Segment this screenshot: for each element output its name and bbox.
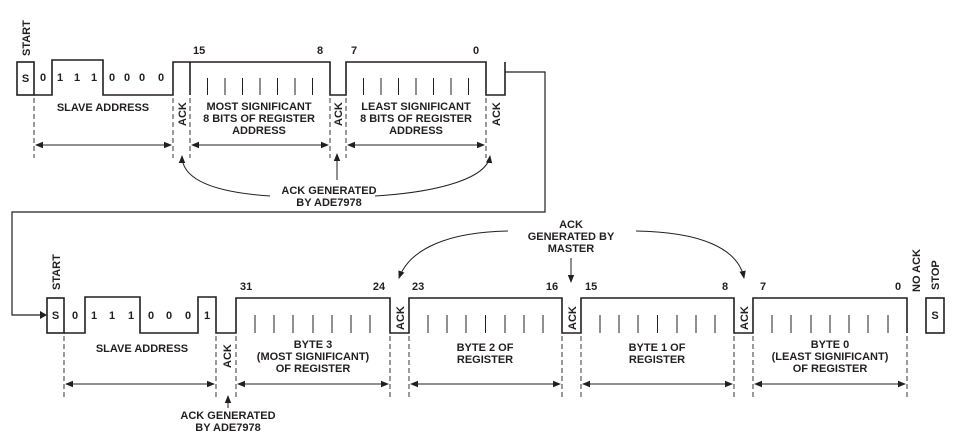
top-msb-high-bit: 15 (193, 45, 205, 57)
bottom-byte1-ticks (599, 315, 716, 333)
svg-text:MOST SIGNIFICANT: MOST SIGNIFICANT (206, 101, 311, 113)
bottom-byte3-ticks (254, 315, 371, 333)
bottom-address-bit: 0 (148, 310, 154, 322)
svg-text:GENERATED BY: GENERATED BY (528, 231, 615, 243)
top-ack-label: ACK (491, 102, 503, 126)
row-connector-line (11, 71, 546, 316)
byte1-high-bit: 15 (585, 281, 597, 293)
row-connector-arrowhead (40, 311, 47, 319)
top-address-bit: 1 (91, 72, 97, 84)
bottom-address-bit: 0 (185, 310, 191, 322)
top-address-bit: 0 (124, 72, 130, 84)
byte0-high-bit: 7 (760, 281, 766, 293)
bottom-sequence: START S (46, 219, 945, 434)
byte0-low-bit: 0 (895, 281, 901, 293)
top-lsb-field-label: LEAST SIGNIFICANT 8 BITS OF REGISTER ADD… (360, 101, 472, 137)
top-msb-low-bit: 8 (317, 45, 323, 57)
bottom-address-bit: 0 (72, 310, 78, 322)
byte1-low-bit: 8 (722, 281, 728, 293)
svg-text:REGISTER: REGISTER (457, 354, 513, 366)
top-msb-field-label: MOST SIGNIFICANT 8 BITS OF REGISTER ADDR… (203, 101, 315, 137)
bottom-address-bit: 1 (109, 310, 115, 322)
svg-text:OF REGISTER: OF REGISTER (276, 363, 351, 375)
bottom-ack-label: ACK (222, 344, 234, 368)
stop-label: STOP (930, 260, 942, 290)
svg-text:BYTE 3: BYTE 3 (294, 339, 333, 351)
svg-text:ACK GENERATED: ACK GENERATED (180, 410, 275, 422)
svg-text:8 BITS OF REGISTER: 8 BITS OF REGISTER (360, 113, 472, 125)
svg-text:ADDRESS: ADDRESS (232, 125, 286, 137)
svg-text:REGISTER: REGISTER (629, 354, 685, 366)
bottom-start-box-label: S (52, 310, 59, 322)
top-address-bit: 0 (139, 72, 145, 84)
byte3-high-bit: 31 (240, 281, 252, 293)
top-address-bit: 0 (158, 72, 164, 84)
svg-text:(LEAST SIGNIFICANT): (LEAST SIGNIFICANT) (772, 351, 889, 363)
top-start-box (16, 61, 35, 96)
top-ack-curved-arrows (178, 153, 493, 197)
master-ack-note: ACK GENERATED BY MASTER (528, 219, 615, 255)
svg-text:(MOST SIGNIFICANT): (MOST SIGNIFICANT) (257, 351, 370, 363)
svg-text:BYTE 2 OF: BYTE 2 OF (457, 342, 514, 354)
bottom-ack-label: ACK (739, 306, 751, 330)
top-msb-ticks (207, 78, 313, 95)
bottom-byte2-ticks (427, 315, 544, 333)
top-address-bit: 1 (57, 72, 63, 84)
top-signal-waveform (34, 59, 506, 96)
bottom-ack-label: ACK (567, 306, 579, 330)
bottom-address-bit: 1 (204, 310, 210, 322)
svg-text:MASTER: MASTER (548, 243, 595, 255)
svg-text:BY ADE7978: BY ADE7978 (296, 197, 361, 209)
bottom-address-bit: 1 (128, 310, 134, 322)
top-start-label: START (21, 20, 33, 56)
svg-text:OF REGISTER: OF REGISTER (793, 363, 868, 375)
top-ack-generated-note: ACK GENERATED BY ADE7978 (281, 185, 376, 209)
svg-text:ADDRESS: ADDRESS (389, 125, 443, 137)
stop-box (925, 297, 945, 334)
top-start-box-label: S (22, 73, 29, 85)
byte3-label: BYTE 3 (MOST SIGNIFICANT) OF REGISTER (257, 339, 370, 375)
byte2-label: BYTE 2 OF REGISTER (457, 342, 514, 366)
bottom-dashed-separators (63, 336, 908, 398)
byte2-high-bit: 23 (412, 281, 424, 293)
bottom-ack-label: ACK (395, 306, 407, 330)
svg-text:8 BITS OF REGISTER: 8 BITS OF REGISTER (203, 113, 315, 125)
byte0-label: BYTE 0 (LEAST SIGNIFICANT) OF REGISTER (772, 339, 889, 375)
byte1-label: BYTE 1 OF REGISTER (629, 342, 686, 366)
top-slave-address-label: SLAVE ADDRESS (57, 102, 149, 114)
bottom-byte0-ticks (771, 315, 889, 333)
top-dashed-separators (33, 98, 487, 158)
bottom-address-bits: 0 1 1 1 0 0 0 1 (72, 310, 210, 322)
svg-text:BYTE 1 OF: BYTE 1 OF (629, 342, 686, 354)
top-lsb-low-bit: 0 (473, 45, 479, 57)
byte2-low-bit: 16 (546, 281, 558, 293)
top-address-bit: 1 (74, 72, 80, 84)
svg-text:BYTE 0: BYTE 0 (811, 339, 850, 351)
top-sequence: START S 0 1 1 1 (16, 20, 506, 209)
bottom-address-bit: 0 (166, 310, 172, 322)
master-ack-arrows (398, 230, 746, 283)
stop-box-label: S (931, 310, 938, 322)
bottom-address-bit: 1 (91, 310, 97, 322)
bottom-signal-waveform (64, 296, 908, 334)
svg-text:ACK: ACK (559, 219, 583, 231)
svg-text:ACK GENERATED: ACK GENERATED (281, 185, 376, 197)
bottom-slave-address-label: SLAVE ADDRESS (96, 343, 188, 355)
top-address-bits: 0 1 1 1 0 0 0 0 (40, 72, 164, 84)
svg-text:BY ADE7978: BY ADE7978 (195, 422, 260, 434)
top-ack-label: ACK (333, 102, 345, 126)
top-ack-label: ACK (177, 102, 189, 126)
bottom-ack-generated-note: ACK GENERATED BY ADE7978 (180, 410, 275, 434)
svg-text:LEAST SIGNIFICANT: LEAST SIGNIFICANT (361, 101, 471, 113)
top-lsb-ticks (363, 78, 469, 95)
top-lsb-high-bit: 7 (351, 45, 357, 57)
bottom-start-box (46, 297, 65, 334)
top-address-bit: 0 (109, 72, 115, 84)
byte3-low-bit: 24 (373, 281, 386, 293)
bottom-start-label: START (51, 254, 63, 290)
no-ack-label: NO ACK (911, 249, 923, 292)
top-address-bit: 0 (40, 72, 46, 84)
